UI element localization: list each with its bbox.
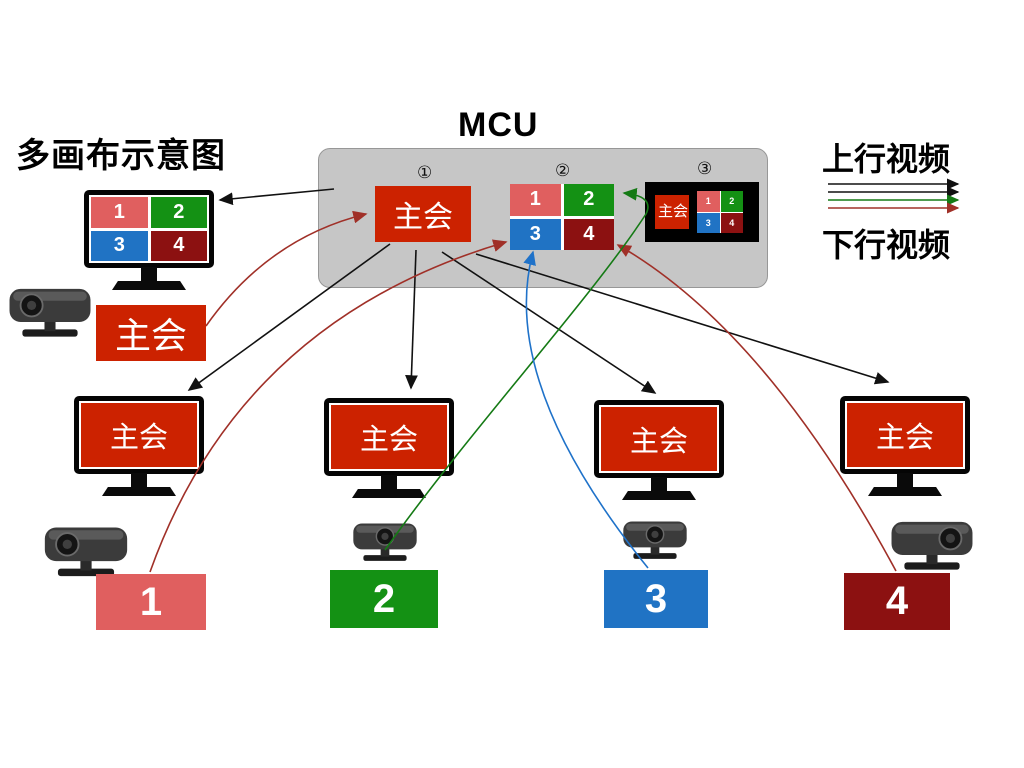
monitor-neck bbox=[131, 473, 147, 487]
endpoint-screen-4: 主会 bbox=[845, 401, 965, 469]
endpoint-monitor-3: 主会 bbox=[594, 400, 724, 500]
mcu-slot2-index: ② bbox=[555, 161, 571, 180]
monitor-base bbox=[352, 489, 426, 498]
endpoint-screen-3: 主会 bbox=[599, 405, 719, 473]
endpoint-label-3: 3 bbox=[604, 570, 708, 628]
endpoint-monitor-1: 主会 bbox=[74, 396, 204, 496]
main-site-screen: 1 2 3 4 bbox=[89, 195, 209, 263]
monitor-base bbox=[102, 487, 176, 496]
main-site-monitor: 1 2 3 4 bbox=[84, 190, 214, 290]
main-site-label: 主会 bbox=[96, 305, 206, 361]
mcu-slot1-screen: 主会 bbox=[375, 186, 471, 242]
mcu-slot3-screen: 主会 1 2 3 4 bbox=[645, 182, 759, 242]
grid-cell-1: 1 bbox=[510, 184, 561, 216]
camera-icon bbox=[886, 514, 978, 572]
endpoint-label-4: 4 bbox=[844, 573, 950, 630]
mini-grid-cell-2: 2 bbox=[720, 191, 743, 212]
monitor-bezel: 主会 bbox=[840, 396, 970, 474]
endpoint-monitor-4: 主会 bbox=[840, 396, 970, 496]
mcu-slot2-screen: 1 2 3 4 bbox=[510, 184, 614, 250]
camera-icon bbox=[619, 506, 691, 570]
monitor-neck bbox=[651, 477, 667, 491]
endpoint-label-1: 1 bbox=[96, 574, 206, 630]
camera-icon bbox=[4, 278, 96, 342]
mcu-slot3-main-screen: 主会 bbox=[655, 195, 689, 229]
mini-grid-cell-1: 1 bbox=[697, 191, 720, 212]
monitor-base bbox=[868, 487, 942, 496]
downlink-arrow-to-main-monitor bbox=[218, 188, 335, 206]
monitor-base bbox=[622, 491, 696, 500]
mini-grid-cell-4: 4 bbox=[720, 212, 743, 233]
grid-cell-3: 3 bbox=[510, 218, 561, 250]
camera-icon bbox=[349, 508, 421, 572]
endpoint-monitor-2: 主会 bbox=[324, 398, 454, 498]
endpoint-screen-1: 主会 bbox=[79, 401, 199, 469]
main-screen-cell-1: 1 bbox=[91, 197, 148, 228]
main-screen-cell-4: 4 bbox=[150, 230, 207, 261]
monitor-bezel: 主会 bbox=[324, 398, 454, 476]
monitor-bezel: 主会 bbox=[74, 396, 204, 474]
diagram-title: 多画布示意图 bbox=[16, 137, 226, 175]
endpoint-label-2: 2 bbox=[330, 570, 438, 628]
monitor-base bbox=[112, 281, 186, 290]
main-site-screen-grid: 1 2 3 4 bbox=[91, 197, 207, 261]
monitor-neck bbox=[141, 267, 157, 281]
mcu-box: ① 主会 ② 1 2 3 4 ③ 主会 1 2 3 4 bbox=[318, 148, 768, 288]
mcu-slot3-grid: 1 2 3 4 bbox=[697, 191, 743, 233]
legend-uplink-label: 上行视频 bbox=[822, 141, 951, 177]
grid-cell-2: 2 bbox=[563, 184, 614, 216]
monitor-bezel: 1 2 3 4 bbox=[84, 190, 214, 268]
main-screen-cell-2: 2 bbox=[150, 197, 207, 228]
mcu-slot3-index: ③ bbox=[697, 159, 713, 178]
monitor-neck bbox=[897, 473, 913, 487]
monitor-bezel: 主会 bbox=[594, 400, 724, 478]
mini-grid-cell-3: 3 bbox=[697, 212, 720, 233]
grid-cell-4: 4 bbox=[563, 218, 614, 250]
monitor-neck bbox=[381, 475, 397, 489]
mcu-label: MCU bbox=[458, 106, 539, 144]
endpoint-screen-2: 主会 bbox=[329, 403, 449, 471]
legend-downlink-label: 下行视频 bbox=[822, 227, 951, 263]
mcu-slot1-index: ① bbox=[417, 163, 433, 182]
camera-icon bbox=[38, 520, 134, 578]
main-screen-cell-3: 3 bbox=[91, 230, 148, 261]
